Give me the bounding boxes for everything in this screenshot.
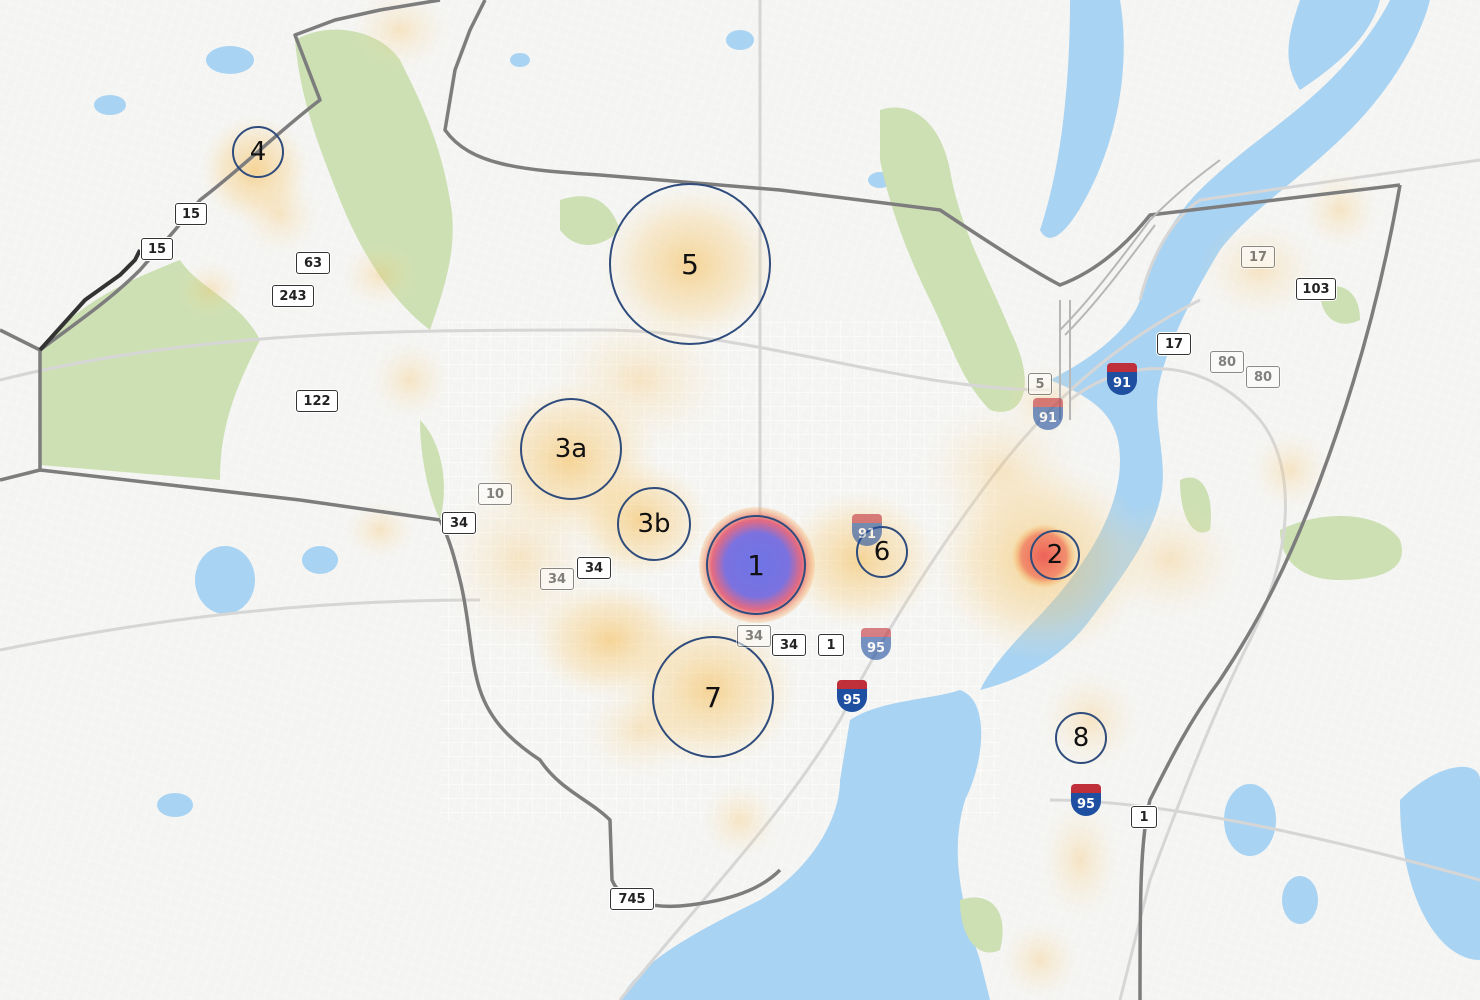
route-shield-15: 15 — [175, 203, 207, 225]
interstate-label: 91 — [1033, 407, 1063, 430]
route-shield-103: 103 — [1296, 278, 1336, 300]
interstate-91-shield: 91 — [1033, 398, 1063, 430]
cluster-5[interactable]: 5 — [609, 183, 771, 345]
route-shield-122: 122 — [296, 390, 338, 412]
interstate-91-shield: 91 — [852, 514, 882, 546]
interstate-91-shield: 91 — [1107, 363, 1137, 395]
interstate-label: 91 — [1107, 372, 1137, 395]
route-shield-34: 34 — [737, 625, 771, 647]
route-shield-745: 745 — [610, 888, 654, 910]
cluster-6[interactable]: 6 — [856, 526, 908, 578]
route-shield-80: 80 — [1246, 366, 1280, 388]
route-shield-5: 5 — [1028, 373, 1052, 395]
cluster-label: 3b — [637, 509, 671, 539]
route-shield-80: 80 — [1210, 351, 1244, 373]
route-shield-17: 17 — [1241, 246, 1275, 268]
cluster-3a[interactable]: 3a — [520, 398, 622, 500]
cluster-label: 7 — [704, 680, 722, 714]
cluster-label: 1 — [747, 548, 765, 582]
route-shield-34: 34 — [577, 557, 611, 579]
cluster-label: 2 — [1046, 540, 1064, 570]
highway-15-corridor — [38, 249, 142, 352]
cluster-2[interactable]: 2 — [1030, 530, 1080, 580]
cluster-7[interactable]: 7 — [652, 636, 774, 758]
cluster-label: 5 — [681, 247, 699, 281]
route-shield-15: 15 — [141, 238, 173, 260]
cluster-3b[interactable]: 3b — [617, 487, 691, 561]
cluster-label: 3a — [554, 434, 588, 464]
route-shield-243: 243 — [272, 285, 314, 307]
route-shield-34: 34 — [540, 568, 574, 590]
cluster-label: 4 — [249, 137, 267, 167]
cluster-label: 6 — [873, 537, 891, 567]
route-shield-34: 34 — [442, 512, 476, 534]
route-shield-34: 34 — [772, 634, 806, 656]
interstate-label: 95 — [837, 689, 867, 712]
interstate-label: 91 — [852, 523, 882, 546]
route-shield-1: 1 — [1131, 806, 1157, 828]
water-features — [94, 0, 1480, 1000]
route-shield-1: 1 — [818, 634, 844, 656]
interstate-95-shield: 95 — [837, 680, 867, 712]
interstate-95-shield: 95 — [1071, 784, 1101, 816]
cluster-label: 8 — [1072, 723, 1090, 753]
interstate-label: 95 — [1071, 793, 1101, 816]
route-shield-17: 17 — [1157, 333, 1191, 355]
interstate-label: 95 — [861, 637, 891, 660]
cluster-1[interactable]: 1 — [706, 515, 806, 615]
route-shield-10: 10 — [478, 483, 512, 505]
route-shield-63: 63 — [296, 252, 330, 274]
interstate-95-shield: 95 — [861, 628, 891, 660]
municipal-boundary — [0, 0, 1402, 1000]
cluster-8[interactable]: 8 — [1055, 712, 1107, 764]
cluster-4[interactable]: 4 — [232, 126, 284, 178]
